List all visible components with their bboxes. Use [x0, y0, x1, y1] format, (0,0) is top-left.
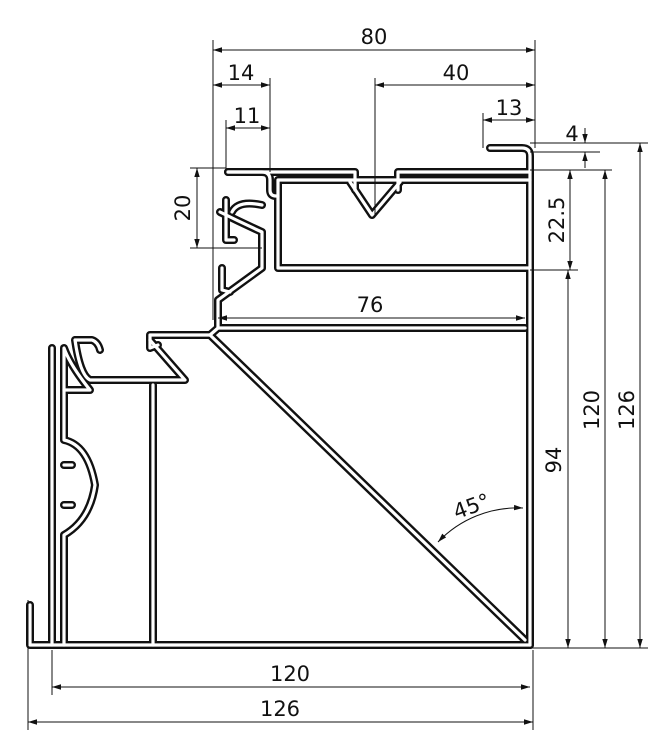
dim-label-80: 80	[361, 25, 388, 49]
dim-label-94: 94	[542, 447, 566, 474]
dim-label-126-vertical: 126	[615, 390, 639, 430]
dim-label-20: 20	[171, 195, 195, 222]
dim-label-13: 13	[496, 96, 523, 120]
dim-label-angle: 45°	[450, 489, 493, 524]
dim-label-120-horizontal: 120	[270, 662, 310, 686]
dim-label-126-horizontal: 126	[260, 697, 300, 721]
dim-label-120-vertical: 120	[580, 390, 604, 430]
dim-label-4: 4	[565, 122, 578, 146]
extension-lines	[27, 40, 648, 730]
dim-label-22-5: 22.5	[545, 197, 569, 244]
dim-label-14: 14	[228, 61, 255, 85]
dim-label-11: 11	[234, 104, 261, 128]
dim-label-40: 40	[443, 61, 470, 85]
dimension-lines	[28, 47, 643, 725]
dim-label-76: 76	[357, 293, 384, 317]
